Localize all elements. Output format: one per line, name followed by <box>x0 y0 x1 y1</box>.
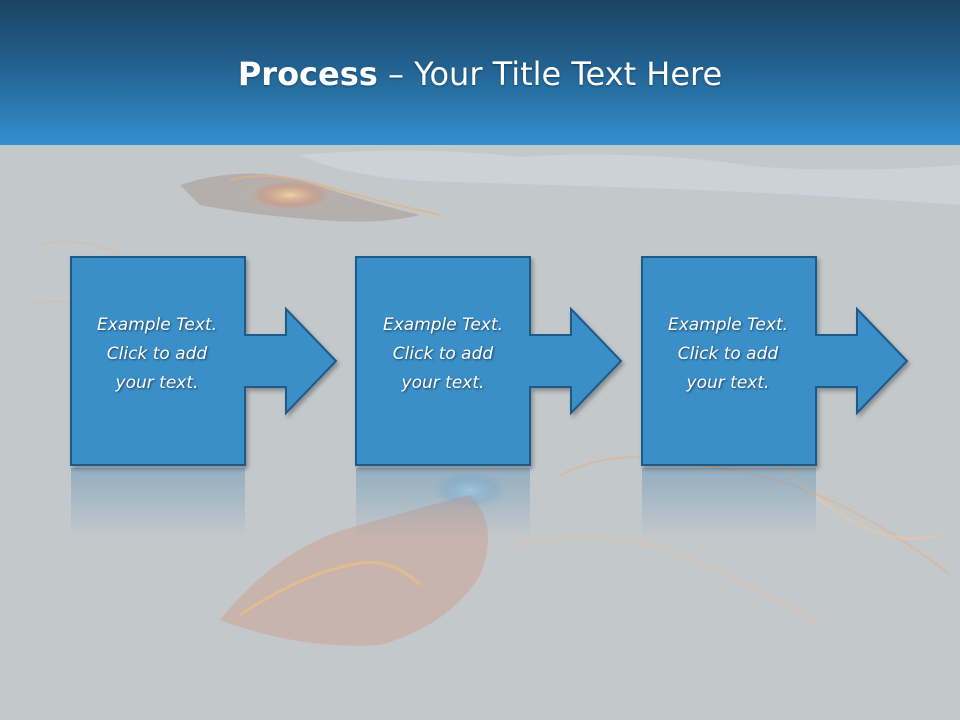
process-step-1-arrow[interactable] <box>70 256 338 466</box>
step-reflections <box>71 468 816 538</box>
process-step-1-text[interactable]: Example Text. Click to add your text. <box>72 311 242 398</box>
title-rest-text: – Your Title Text Here <box>377 55 723 93</box>
slide-title[interactable]: Process – Your Title Text Here <box>0 52 960 96</box>
step-1-line-1: Example Text. <box>96 315 218 335</box>
process-step-3-text[interactable]: Example Text. Click to add your text. <box>643 311 813 398</box>
step-3-line-3: your text. <box>686 373 770 393</box>
step-2-line-1: Example Text. <box>382 315 504 335</box>
step-1-line-3: your text. <box>115 373 199 393</box>
step-2-line-2: Click to add <box>392 344 494 364</box>
process-step-2-arrow[interactable] <box>355 256 623 466</box>
title-bold-text: Process <box>237 55 378 93</box>
title-banner <box>0 0 960 145</box>
step-3-line-1: Example Text. <box>667 315 789 335</box>
process-step-2-text[interactable]: Example Text. Click to add your text. <box>358 311 528 398</box>
step-3-line-2: Click to add <box>677 344 779 364</box>
step-1-line-2: Click to add <box>106 344 208 364</box>
step-2-line-3: your text. <box>401 373 485 393</box>
process-step-3-arrow[interactable] <box>641 256 909 466</box>
